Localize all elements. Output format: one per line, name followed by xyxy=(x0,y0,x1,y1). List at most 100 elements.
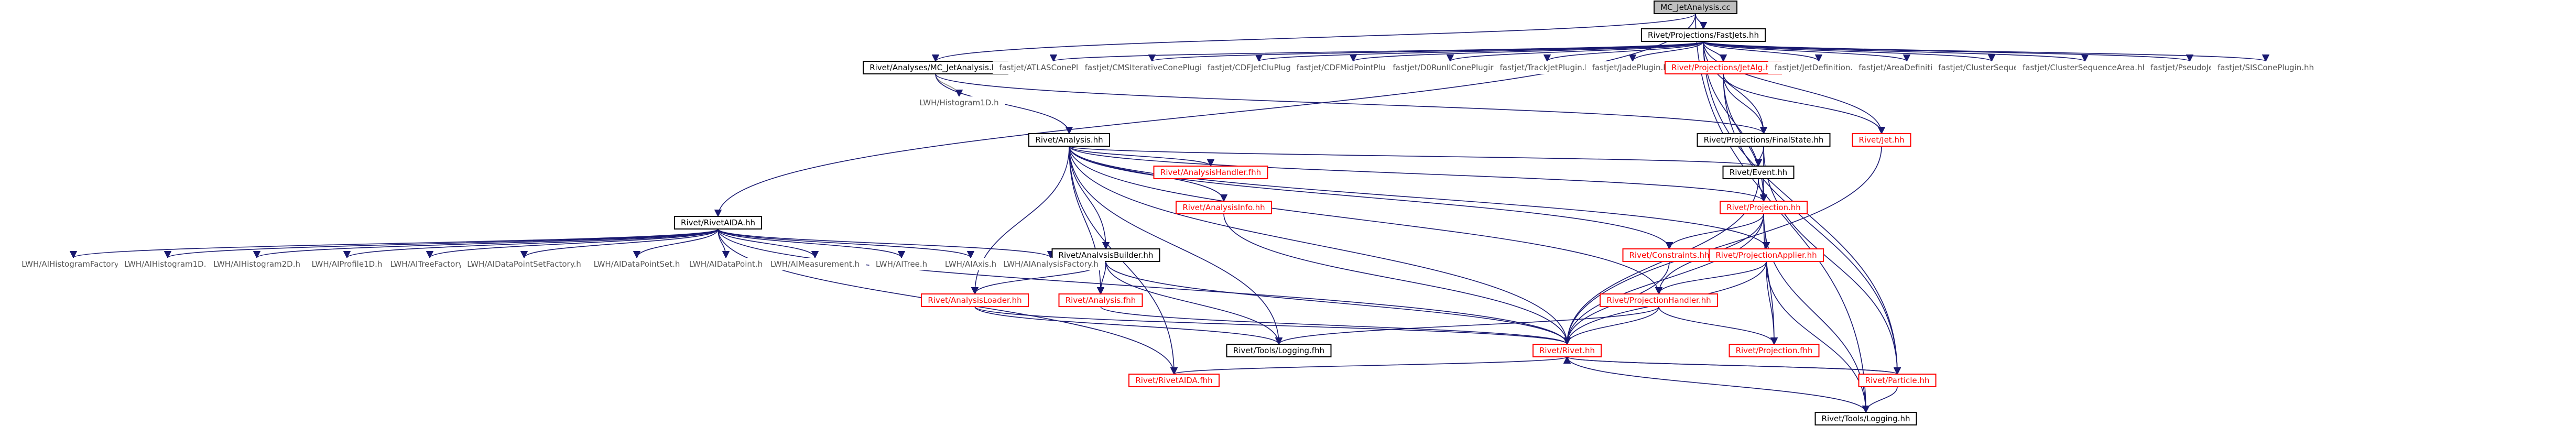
edge-anainfo-to-rivetrivet xyxy=(1223,213,1571,345)
node-projection[interactable]: Rivet/Projection.hh xyxy=(1720,201,1808,214)
node-toolslog[interactable]: Rivet/Tools/Logging.hh xyxy=(1814,412,1917,425)
edge-analysis-to-anafhh xyxy=(1069,146,1105,295)
node-box xyxy=(1493,61,1601,74)
node-box xyxy=(206,258,307,270)
node-clseqarea: fastjet/ClusterSequenceArea.hh xyxy=(2016,61,2154,74)
edge-particle-to-rivetrivet xyxy=(1563,356,1898,375)
edge-jet-to-rivetrivet xyxy=(1563,146,1882,345)
node-projhandler[interactable]: Rivet/ProjectionHandler.hh xyxy=(1600,293,1718,307)
edge-anabuilder-to-toolslogfhh xyxy=(1105,261,1283,345)
node-box xyxy=(1814,412,1917,425)
node-jade: fastjet/JadePlugin.hh xyxy=(1585,61,1680,74)
node-lwhhist1d: LWH/Histogram1D.h xyxy=(913,96,1005,109)
node-particle[interactable]: Rivet/Particle.hh xyxy=(1858,374,1937,387)
node-analoader[interactable]: Rivet/AnalysisLoader.hh xyxy=(921,293,1029,307)
edge-root-to-mcjet xyxy=(932,13,1696,62)
node-aidps: LWH/AIDataPointSet.h xyxy=(587,258,687,270)
node-box xyxy=(1858,374,1937,387)
node-box xyxy=(1226,344,1332,357)
edge-projhandler-to-toolslogfhh xyxy=(1275,306,1659,345)
node-rivetaidafhh[interactable]: Rivet/RivetAIDA.fhh xyxy=(1128,374,1220,387)
node-label: fastjet/ClusterSequenceArea.hh xyxy=(2023,63,2147,72)
node-box xyxy=(1585,61,1680,74)
node-box xyxy=(1622,248,1716,262)
node-box xyxy=(2016,61,2154,74)
node-jetalg[interactable]: Rivet/Projections/JetAlg.hh xyxy=(1665,61,1782,74)
node-label: LWH/AIAnalysisFactory.h xyxy=(1003,259,1099,269)
node-box xyxy=(938,258,1003,270)
node-box xyxy=(1176,201,1272,214)
edge-root-to-fastjets xyxy=(1695,13,1708,30)
node-siscone: fastjet/SISConePlugin.hh xyxy=(2211,61,2321,74)
edge-rivetaida-to-aitreefactory xyxy=(426,228,719,259)
edges-layer xyxy=(70,13,2269,413)
node-box xyxy=(1153,166,1268,179)
node-anainfo[interactable]: Rivet/AnalysisInfo.hh xyxy=(1176,201,1272,214)
node-event[interactable]: Rivet/Event.hh xyxy=(1722,166,1795,179)
node-box xyxy=(682,258,769,270)
edge-rivetaida-to-aihist1d xyxy=(164,228,719,259)
edge-rivetaida-to-aianafactory xyxy=(718,228,1055,259)
node-label: Rivet/Tools/Logging.hh xyxy=(1822,414,1910,423)
edge-rivetaida-to-aitree xyxy=(718,228,906,259)
node-label: fastjet/AreaDefinition.hh xyxy=(1858,63,1954,72)
edge-analysis-to-analoader xyxy=(971,146,1070,295)
edge-projapplier-to-projfhh xyxy=(1766,261,1778,345)
edge-rivetaida-to-aiaxis xyxy=(718,228,974,259)
edge-mcjet-to-finalstate xyxy=(935,73,1767,135)
node-label: fastjet/TrackJetPlugin.hh xyxy=(1500,63,1595,72)
node-fastjets[interactable]: Rivet/Projections/FastJets.hh xyxy=(1641,28,1766,42)
edge-analysis-to-projhandler xyxy=(1069,146,1663,295)
edge-rivetaida-to-rivetrivet xyxy=(718,228,1571,345)
node-anafhh[interactable]: Rivet/Analysis.fhh xyxy=(1058,293,1143,307)
node-label: Rivet/ProjectionApplier.hh xyxy=(1715,250,1817,260)
node-analysis[interactable]: Rivet/Analysis.hh xyxy=(1028,133,1110,147)
node-aitree: LWH/AITree.h xyxy=(869,258,934,270)
node-aidp: LWH/AIDataPoint.h xyxy=(682,258,769,270)
node-label: Rivet/Projections/JetAlg.hh xyxy=(1671,63,1775,72)
edge-rivetaida-to-aiprofile xyxy=(343,228,719,259)
edge-anabuilder-to-rivetrivet xyxy=(1105,261,1571,345)
node-anabuilder[interactable]: Rivet/AnalysisBuilder.hh xyxy=(1051,248,1160,262)
node-mcjet[interactable]: Rivet/Analyses/MC_JetAnalysis.hh xyxy=(863,61,1008,74)
edge-analysis-to-toolslogfhh xyxy=(1069,146,1283,345)
node-label: LWH/AIMeasurement.h xyxy=(770,259,860,269)
node-toolslogfhh[interactable]: Rivet/Tools/Logging.fhh xyxy=(1226,344,1332,357)
edge-analysis-to-anahandler xyxy=(1069,146,1215,167)
edge-jetalg-to-jet xyxy=(1723,73,1886,135)
node-constraints[interactable]: Rivet/Constraints.hh xyxy=(1622,248,1716,262)
node-aianafactory: LWH/AIAnalysisFactory.h xyxy=(997,258,1105,270)
node-box xyxy=(1852,133,1911,147)
edge-fastjets-to-trackjet xyxy=(1544,41,1704,62)
edge-fastjets-to-finalstate xyxy=(1703,41,1768,135)
node-rivetrivet[interactable]: Rivet/Rivet.hh xyxy=(1532,344,1602,357)
node-label: Rivet/AnalysisHandler.fhh xyxy=(1160,168,1261,177)
edge-fastjets-to-d0run xyxy=(1447,41,1704,62)
node-finalstate[interactable]: Rivet/Projections/FinalState.hh xyxy=(1697,133,1831,147)
node-label: LWH/AIProfile1D.h xyxy=(312,259,383,269)
node-label: fastjet/JetDefinition.hh xyxy=(1775,63,1863,72)
node-label: Rivet/Analysis.fhh xyxy=(1066,296,1136,305)
node-aihist2d: LWH/AIHistogram2D.h xyxy=(206,258,307,270)
node-projapplier[interactable]: Rivet/ProjectionApplier.hh xyxy=(1709,248,1824,262)
edge-rivetaida-to-aidps xyxy=(633,228,719,259)
edge-fastjets-to-clseq xyxy=(1703,41,1995,62)
node-label: Rivet/AnalysisLoader.hh xyxy=(928,296,1021,305)
edge-analysis-to-constraints xyxy=(1069,146,1673,250)
edge-jetalg-to-finalstate xyxy=(1723,73,1768,135)
node-rivetaida[interactable]: Rivet/RivetAIDA.hh xyxy=(674,216,762,230)
node-aiaxis: LWH/AIAxis.h xyxy=(938,258,1003,270)
node-jet[interactable]: Rivet/Jet.hh xyxy=(1852,133,1911,147)
node-label: LWH/AIDataPoint.h xyxy=(689,259,763,269)
node-box xyxy=(1058,293,1143,307)
node-projfhh[interactable]: Rivet/Projection.fhh xyxy=(1729,344,1820,357)
node-root[interactable]: MC_JetAnalysis.cc xyxy=(1654,1,1737,14)
node-box xyxy=(674,216,762,230)
node-label: fastjet/JadePlugin.hh xyxy=(1592,63,1673,72)
node-anahandler[interactable]: Rivet/AnalysisHandler.fhh xyxy=(1153,166,1268,179)
node-box xyxy=(2211,61,2321,74)
node-box xyxy=(384,258,476,270)
edge-fastjets-to-jetdef xyxy=(1703,41,1823,62)
node-label: Rivet/Projections/FastJets.hh xyxy=(1648,30,1759,40)
